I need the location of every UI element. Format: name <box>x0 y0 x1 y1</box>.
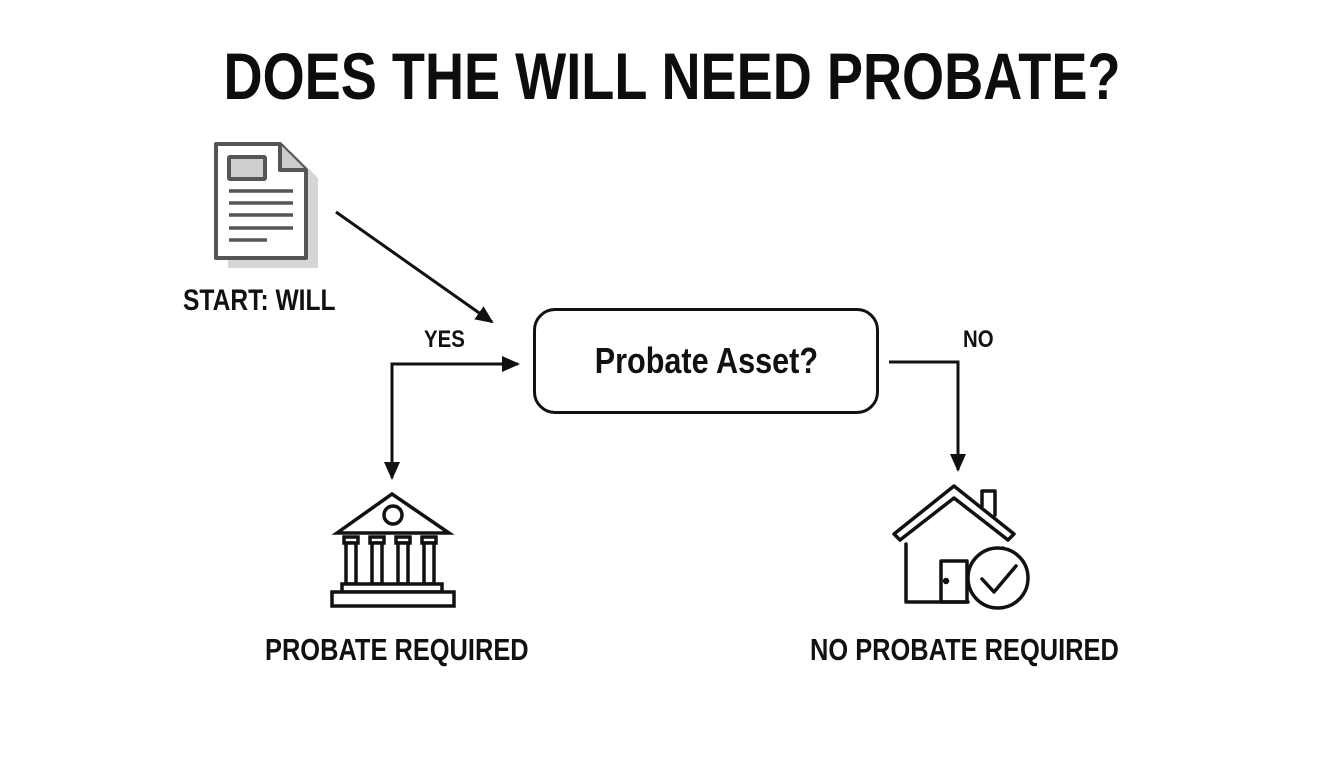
outcome-no-probate-required: NO PROBATE REQUIRED <box>810 632 1119 667</box>
page-title: DOES THE WILL NEED PROBATE? <box>223 39 1121 113</box>
arrow-yes-branch <box>384 356 520 480</box>
arrow-no-branch <box>889 360 966 472</box>
yes-branch-label: YES <box>424 326 465 353</box>
arrow-start-to-decision <box>335 210 494 324</box>
no-branch-label: NO <box>963 326 994 353</box>
start-label: START: WILL <box>183 284 336 317</box>
decision-label: Probate Asset? <box>594 340 818 381</box>
house-check-icon <box>892 484 1030 610</box>
outcome-probate-required: PROBATE REQUIRED <box>265 632 529 667</box>
document-icon <box>214 142 318 268</box>
courthouse-icon <box>330 491 456 608</box>
decision-node: Probate Asset? <box>533 308 879 414</box>
